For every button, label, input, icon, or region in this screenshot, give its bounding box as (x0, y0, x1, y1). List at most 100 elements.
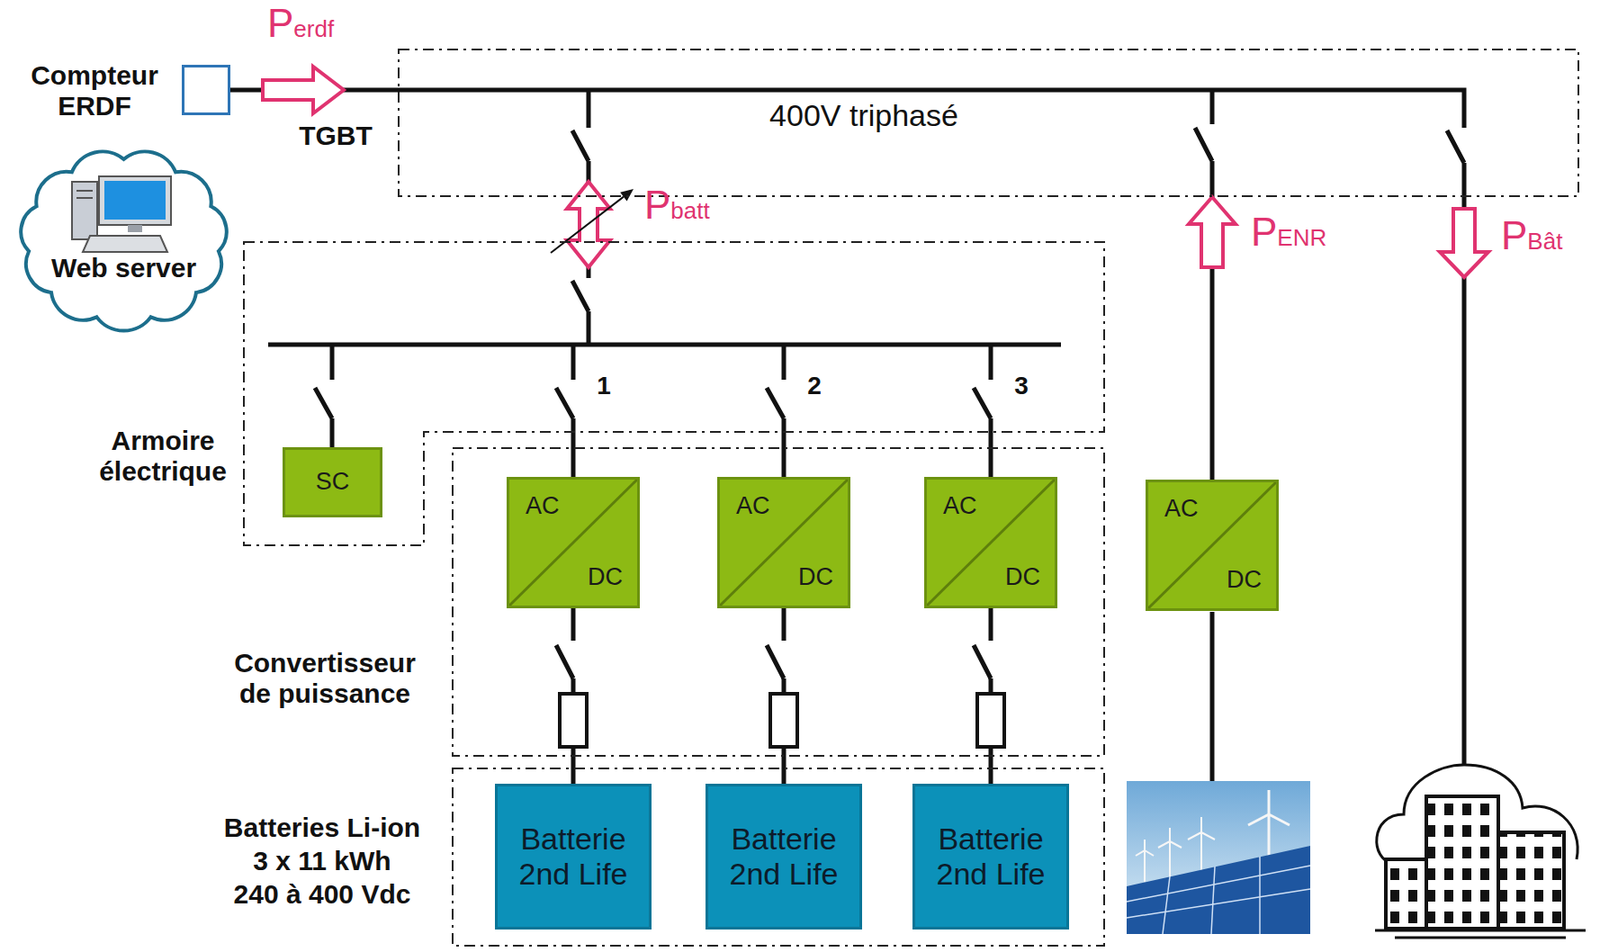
ac-dc-converter: AC DC (717, 476, 851, 609)
label-slot: PBât (1501, 215, 1563, 256)
box-label: DC (587, 563, 623, 592)
region-outline (9, 143, 238, 337)
voltage-label: 400V triphasé (769, 99, 959, 131)
text-slot: Compteur ERDF (22, 60, 167, 122)
busbar-wire (973, 344, 991, 432)
power-flow-arrow (262, 66, 344, 114)
region-outline (20, 151, 226, 331)
fuse-symbol (977, 693, 1005, 747)
region-outline (452, 768, 1105, 946)
renewable-picture (1135, 839, 1154, 882)
region-outline (452, 448, 1105, 756)
ac-dc-converter: AC DC (1145, 479, 1279, 612)
busbar-wire (766, 344, 784, 432)
computer-icon (71, 176, 171, 252)
text-slot: 240 à 400 Vdc (214, 879, 431, 910)
battery-pack: Batterie 2nd Life (494, 783, 652, 930)
computer-icon (127, 224, 143, 233)
building-icon (1493, 832, 1565, 929)
renewable-picture (1126, 781, 1311, 935)
box-label: DC (1005, 563, 1041, 592)
variable-arrow (550, 188, 634, 253)
label-slot: PENR (1250, 212, 1327, 252)
group-heading: Armoire électrique (86, 425, 240, 487)
text-slot: DC (1226, 566, 1262, 594)
box-label: AC (943, 492, 978, 521)
region-outline (243, 242, 1105, 546)
busbar-wire (556, 344, 574, 432)
feeder-number: 2 (807, 371, 822, 401)
converter-diagonal (509, 479, 638, 606)
web-server-cloud: Web server (9, 143, 238, 337)
region-outline (397, 48, 1580, 198)
label-slot: 2 (807, 371, 822, 401)
text-slot: Web server (9, 252, 238, 284)
power-flow-arrow (1439, 208, 1489, 278)
group-heading: Batteries Li-ion (224, 812, 421, 844)
converter-diagonal (926, 479, 1055, 606)
renewable-picture (1187, 817, 1215, 875)
fuse-symbol (770, 693, 798, 747)
renewable-picture (1126, 781, 1311, 935)
group-heading: 3 x 11 kWh (252, 845, 391, 877)
label-slot: Perdf (267, 3, 334, 44)
power-flow-label: PBât (1501, 215, 1563, 256)
label-slot: 3 (1014, 371, 1029, 401)
text-slot: AC (943, 492, 978, 521)
text-slot: AC (525, 492, 560, 521)
label-slot: 400V triphasé (769, 99, 959, 131)
ac-dc-converter: AC DC (506, 476, 640, 609)
wire-connector (988, 431, 994, 477)
computer-icon (104, 180, 166, 220)
text-slot: AC (1164, 494, 1199, 523)
computer-icon (71, 181, 98, 240)
battery-pack: Batterie 2nd Life (705, 783, 863, 930)
group-heading: 240 à 400 Vdc (233, 879, 412, 910)
busbar-wire (1195, 89, 1213, 782)
box-label: AC (525, 492, 560, 521)
label-slot: Pbatt (644, 185, 711, 225)
text-slot: TGBT (295, 120, 377, 152)
busbar-wire (314, 344, 333, 448)
wire-connector (571, 431, 576, 477)
battery-region: Batteries Li-ion3 x 11 kWh240 à 400 VdcB… (451, 767, 1106, 947)
text-slot: Batterie 2nd Life (708, 821, 860, 892)
feeder-number: 3 (1014, 371, 1029, 401)
renewable-picture (1126, 845, 1311, 935)
box-label: SC (315, 467, 351, 496)
box-label: Batterie 2nd Life (719, 821, 849, 892)
ac-dc-converter: AC DC (924, 476, 1058, 609)
converter-diagonal (719, 479, 848, 606)
label-slot: 1 (596, 371, 612, 401)
text-slot: SC (285, 467, 380, 496)
busbar-wire (268, 342, 1061, 348)
box-label: DC (798, 563, 834, 592)
building-icon (1375, 930, 1586, 938)
power-flow-label: PENR (1250, 212, 1327, 252)
text-slot: Armoire électrique (86, 425, 240, 487)
region-outline (398, 49, 1579, 197)
computer-icon (76, 190, 93, 198)
group-heading: TGBT (298, 120, 373, 152)
building-icon (1375, 764, 1586, 938)
building-icon (1426, 796, 1499, 929)
box-label: Batterie 2nd Life (925, 821, 1056, 892)
box-label: AC (736, 492, 771, 521)
text-slot: DC (1005, 563, 1041, 592)
fuse-symbol (559, 693, 1005, 747)
wire-connector (782, 431, 787, 477)
text-slot: Batteries Li-ion (214, 812, 431, 844)
text-slot: DC (798, 563, 834, 592)
variable-arrow (550, 197, 624, 253)
group-heading: Compteur ERDF (22, 60, 167, 122)
text-slot: Batterie 2nd Life (497, 821, 649, 892)
converter-diagonal (1148, 482, 1277, 609)
computer-icon (98, 176, 171, 225)
sc-box: SC (282, 447, 383, 518)
box-label: Batterie 2nd Life (508, 821, 639, 892)
box-label: AC (1164, 494, 1199, 523)
variable-arrow (620, 188, 634, 201)
busbar-wire (556, 645, 991, 679)
battery-pack: Batterie 2nd Life (912, 783, 1070, 930)
renewable-picture (1158, 827, 1182, 878)
